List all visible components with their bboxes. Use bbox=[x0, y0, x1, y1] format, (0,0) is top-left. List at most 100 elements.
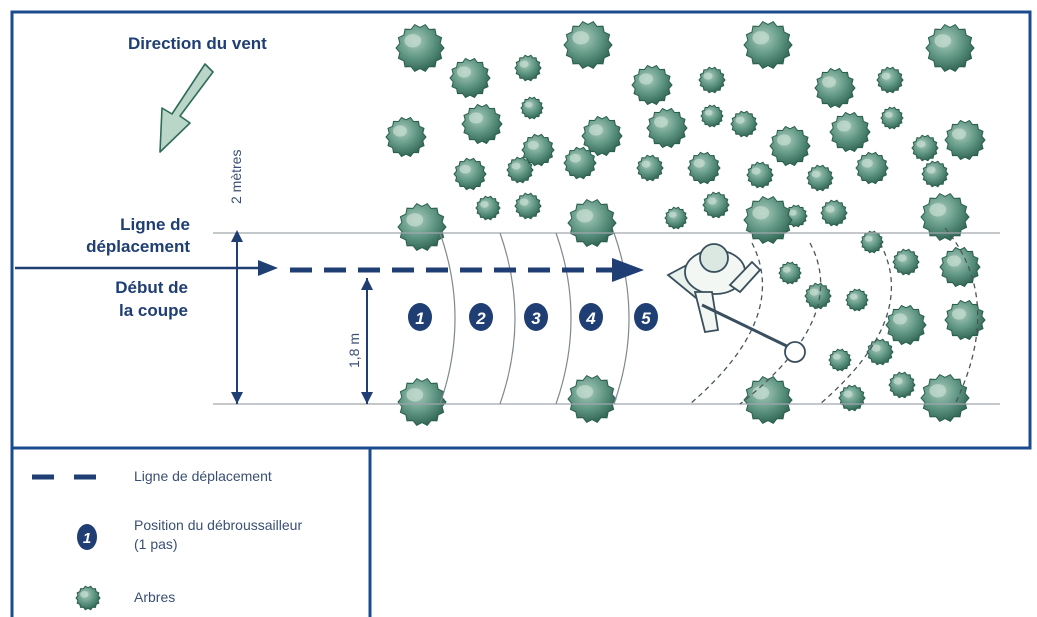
tree-icon bbox=[911, 134, 939, 162]
trees bbox=[385, 20, 986, 427]
tree-icon bbox=[743, 375, 793, 425]
tree-icon bbox=[75, 585, 101, 611]
tree-icon bbox=[461, 103, 503, 145]
operator-illustration bbox=[666, 243, 806, 363]
tree-icon bbox=[514, 54, 542, 82]
diagram-frame bbox=[10, 10, 1032, 450]
one-eight-label: 1,8 m bbox=[346, 333, 362, 368]
travel-arrowhead bbox=[258, 260, 278, 276]
future-cut-arcs bbox=[689, 227, 979, 405]
legend-item-position-1: Position du débroussailleur bbox=[134, 517, 302, 533]
svg-text:3: 3 bbox=[531, 309, 541, 328]
tree-icon bbox=[820, 199, 848, 227]
svg-text:1: 1 bbox=[415, 309, 424, 328]
position-marker-5: 5 bbox=[634, 303, 658, 331]
svg-text:5: 5 bbox=[641, 309, 651, 328]
tree-icon bbox=[581, 115, 623, 157]
wind-arrow-icon bbox=[159, 63, 214, 153]
position-marker-4: 4 bbox=[579, 303, 603, 331]
tree-icon bbox=[880, 106, 904, 130]
tree-icon bbox=[806, 164, 834, 192]
future-arc bbox=[689, 242, 764, 405]
dimension-arrowhead bbox=[231, 392, 243, 404]
tree-icon bbox=[855, 151, 889, 185]
tree-icon bbox=[860, 230, 884, 254]
wind-direction-label: Direction du vent bbox=[128, 34, 267, 53]
operator-leg bbox=[728, 260, 762, 294]
tree-icon bbox=[866, 338, 894, 366]
tree-icon bbox=[925, 23, 975, 73]
position-marker-3: 3 bbox=[524, 303, 548, 331]
operator-head bbox=[699, 243, 729, 273]
tree-icon bbox=[521, 133, 555, 167]
future-arc bbox=[739, 242, 822, 405]
brushcutter-head bbox=[784, 341, 806, 363]
tree-icon bbox=[453, 157, 487, 191]
tree-icon bbox=[449, 57, 491, 99]
tree-icon bbox=[804, 282, 832, 310]
tree-icon bbox=[876, 66, 904, 94]
tree-icon bbox=[829, 111, 871, 153]
tree-icon bbox=[769, 125, 811, 167]
cut-arc bbox=[613, 232, 630, 405]
tree-icon bbox=[743, 195, 793, 245]
tree-icon bbox=[920, 373, 970, 423]
start-of-cut-label-1: Début de bbox=[115, 278, 188, 297]
tree-icon bbox=[746, 161, 774, 189]
tree-icon bbox=[892, 248, 920, 276]
tree-icon bbox=[730, 110, 758, 138]
tree-icon bbox=[397, 377, 447, 427]
dimension-arrowhead bbox=[231, 230, 243, 242]
tree-icon bbox=[520, 96, 544, 120]
tree-icon bbox=[75, 585, 101, 611]
tree-icon bbox=[397, 202, 447, 252]
line-of-travel-label-1: Ligne de bbox=[120, 215, 190, 234]
tree-icon bbox=[828, 348, 852, 372]
tree-icon bbox=[506, 156, 534, 184]
cut-arc bbox=[499, 232, 516, 405]
line-of-travel-label-2: déplacement bbox=[86, 237, 190, 256]
cut-arc bbox=[439, 232, 456, 405]
legend-item-position-2: (1 pas) bbox=[134, 536, 178, 552]
tree-icon bbox=[743, 20, 793, 70]
position-marker-2: 2 bbox=[469, 303, 493, 331]
tree-icon bbox=[567, 374, 617, 424]
two-meters-label: 2 mètres bbox=[228, 150, 244, 204]
tree-icon bbox=[687, 151, 721, 185]
cut-arcs bbox=[439, 232, 630, 405]
tree-icon bbox=[888, 371, 916, 399]
position-marker-icon: 1 bbox=[77, 524, 97, 550]
position-markers: 1 2 3 4 5 bbox=[408, 303, 658, 331]
dimension-arrowhead bbox=[361, 392, 373, 404]
tree-icon bbox=[664, 206, 688, 230]
operator-leg bbox=[693, 291, 720, 334]
tree-icon bbox=[702, 191, 730, 219]
tree-icon bbox=[885, 304, 927, 346]
tree-icon bbox=[778, 261, 802, 285]
tree-icon bbox=[646, 107, 688, 149]
tree-icon bbox=[939, 246, 981, 288]
tree-icon bbox=[698, 66, 726, 94]
tree-icon bbox=[385, 116, 427, 158]
legend-item-trees: Arbres bbox=[134, 589, 175, 605]
tree-icon bbox=[563, 146, 597, 180]
tree-icon bbox=[567, 198, 617, 248]
tree-icon bbox=[475, 195, 501, 221]
svg-text:1: 1 bbox=[83, 530, 91, 547]
brushcutter-shaft bbox=[701, 303, 796, 352]
svg-text:2: 2 bbox=[475, 309, 486, 328]
future-arc bbox=[819, 242, 893, 405]
legend-frame bbox=[10, 446, 372, 617]
tree-icon bbox=[631, 64, 673, 106]
tree-icon bbox=[514, 192, 542, 220]
legend-item-travel-line: Ligne de déplacement bbox=[134, 468, 272, 484]
tree-icon bbox=[636, 154, 664, 182]
svg-text:4: 4 bbox=[585, 309, 596, 328]
tree-icon bbox=[700, 104, 724, 128]
start-of-cut-label-2: la coupe bbox=[119, 301, 188, 320]
tree-icon bbox=[920, 192, 970, 242]
tree-icon bbox=[563, 20, 613, 70]
tree-icon bbox=[814, 67, 856, 109]
dimension-arrowhead bbox=[361, 278, 373, 290]
